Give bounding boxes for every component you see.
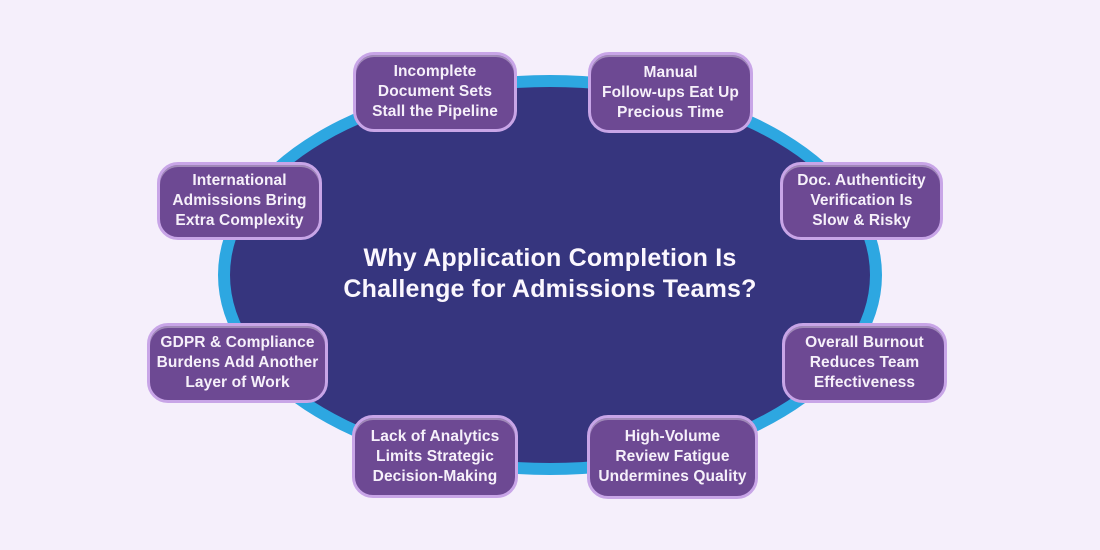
node-incomplete-document-sets: Incomplete Document Sets Stall the Pipel… [353, 52, 517, 132]
node-label: International Admissions Bring Extra Com… [172, 172, 307, 229]
node-label: Manual Follow-ups Eat Up Precious Time [602, 63, 739, 121]
diagram-title: Why Application Completion Is Challenge … [343, 244, 757, 303]
node-doc-authenticity: Doc. Authenticity Verification Is Slow &… [780, 162, 943, 240]
node-manual-follow-ups: Manual Follow-ups Eat Up Precious Time [588, 52, 753, 133]
node-lack-of-analytics: Lack of Analytics Limits Strategic Decis… [352, 415, 518, 498]
node-label: GDPR & Compliance Burdens Add Another La… [156, 334, 319, 391]
node-label: High-Volume Review Fatigue Undermines Qu… [598, 428, 747, 485]
node-label: Incomplete Document Sets Stall the Pipel… [372, 63, 498, 120]
node-label: Overall Burnout Reduces Team Effectivene… [805, 334, 924, 391]
node-international-admissions: International Admissions Bring Extra Com… [157, 162, 322, 240]
node-gdpr-compliance: GDPR & Compliance Burdens Add Another La… [147, 323, 328, 403]
node-label: Doc. Authenticity Verification Is Slow &… [797, 172, 926, 229]
node-label: Lack of Analytics Limits Strategic Decis… [370, 427, 500, 485]
node-high-volume-review: High-Volume Review Fatigue Undermines Qu… [587, 415, 758, 499]
node-overall-burnout: Overall Burnout Reduces Team Effectivene… [782, 323, 947, 403]
